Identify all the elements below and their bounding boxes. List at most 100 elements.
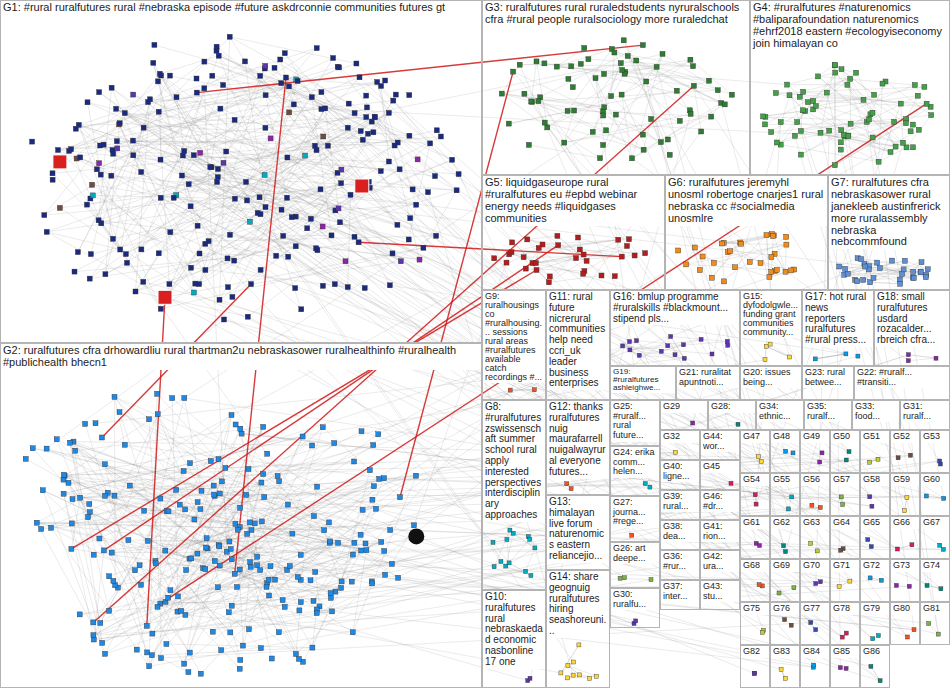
vertex — [786, 507, 790, 511]
vertex — [711, 260, 716, 265]
network-edge — [144, 37, 230, 128]
vertex — [827, 128, 832, 133]
vertex — [383, 78, 388, 83]
network-edge — [908, 358, 936, 361]
vertex — [395, 140, 400, 145]
network-edge — [857, 262, 921, 281]
network-edge — [60, 162, 143, 282]
vertex — [210, 629, 215, 634]
vertex — [759, 459, 763, 463]
vertex — [509, 250, 514, 255]
vertex — [245, 314, 250, 319]
vertex — [649, 117, 654, 122]
vertex — [601, 113, 606, 118]
vertex — [395, 222, 400, 227]
vertex — [315, 248, 320, 253]
vertex — [263, 63, 268, 68]
vertex — [182, 149, 187, 154]
vertex — [68, 440, 73, 445]
vertex — [739, 241, 744, 246]
vertex — [866, 538, 870, 542]
vertex — [625, 54, 630, 59]
vertex — [295, 574, 300, 579]
vertex — [769, 270, 774, 275]
vertex — [348, 192, 353, 197]
vertex — [217, 563, 222, 568]
vertex — [528, 537, 532, 541]
vertex — [141, 279, 146, 284]
vertex — [699, 337, 703, 341]
network-edge — [205, 188, 369, 270]
network-edge — [234, 192, 428, 260]
vertex — [782, 544, 786, 548]
vertex — [528, 676, 532, 680]
network-edge — [596, 67, 657, 78]
vertex — [145, 538, 150, 543]
vertex — [719, 241, 724, 246]
vertex — [555, 233, 560, 238]
vertex — [577, 247, 582, 252]
vertex — [415, 157, 420, 162]
vertex — [320, 283, 325, 288]
vertex — [433, 174, 438, 179]
vertex — [666, 344, 670, 348]
network-edge — [285, 53, 811, 622]
vertex — [855, 279, 860, 284]
vertex — [203, 268, 208, 273]
vertex — [769, 130, 774, 135]
vertex — [682, 356, 686, 360]
vertex — [904, 145, 909, 150]
network-edge — [502, 94, 548, 128]
vertex — [327, 520, 332, 525]
vertex — [179, 173, 184, 178]
vertex — [658, 140, 663, 145]
vertex — [315, 484, 320, 489]
vertex — [907, 584, 911, 588]
vertex — [102, 462, 107, 467]
vertex — [426, 190, 431, 195]
vertex — [526, 142, 531, 147]
vertex — [263, 205, 268, 210]
vertex — [728, 249, 733, 254]
vertex — [854, 70, 859, 75]
vertex — [155, 604, 160, 609]
vertex — [101, 142, 106, 147]
vertex — [232, 117, 237, 122]
network-edge — [886, 82, 932, 116]
vertex — [412, 523, 417, 528]
network-edge — [181, 543, 756, 611]
network-edge — [117, 141, 398, 142]
vertex — [245, 531, 250, 536]
vertex — [619, 254, 624, 259]
vertex — [158, 157, 163, 162]
vertex — [507, 561, 511, 565]
vertex — [232, 196, 237, 201]
network-edge — [136, 99, 151, 291]
vertex — [229, 557, 234, 562]
vertex — [450, 157, 455, 162]
vertex — [492, 565, 496, 569]
vertex — [352, 540, 357, 545]
vertex — [314, 611, 319, 616]
vertex — [174, 95, 179, 100]
network-edge — [841, 119, 906, 142]
network-edge — [70, 443, 269, 596]
vertex — [197, 251, 202, 256]
vertex — [151, 60, 156, 65]
vertex — [618, 576, 622, 580]
vertex — [911, 269, 916, 274]
vertex — [856, 354, 860, 358]
network-edge — [765, 117, 903, 143]
vertex — [293, 244, 298, 249]
vertex — [918, 270, 923, 275]
vertex — [293, 652, 298, 657]
network-edge — [372, 122, 435, 177]
network-edge — [275, 262, 750, 580]
vertex — [879, 578, 883, 582]
vertex — [258, 568, 263, 573]
vertex — [332, 441, 337, 446]
vertex — [722, 279, 727, 284]
vertex — [566, 676, 570, 680]
vertex — [677, 118, 682, 123]
vertex — [505, 538, 509, 542]
